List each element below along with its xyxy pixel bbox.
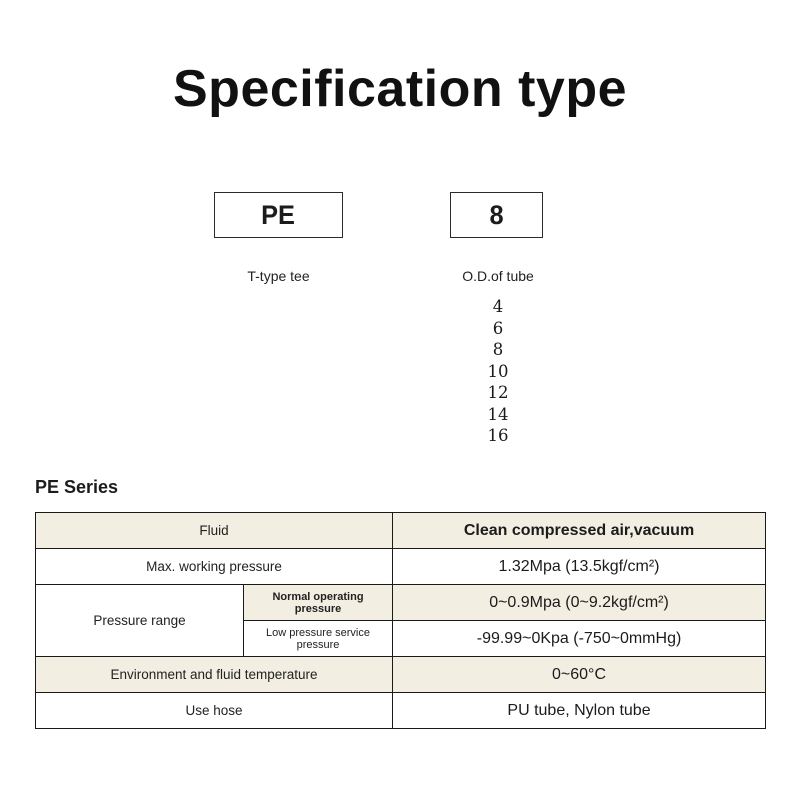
- od-option: 16: [487, 426, 509, 445]
- cell-use-hose-label: Use hose: [34, 692, 394, 729]
- od-option: 6: [492, 318, 504, 338]
- cell-max-pressure-label: Max. working pressure: [34, 548, 394, 585]
- cell-fluid-value: Clean compressed air,vacuum: [392, 512, 767, 549]
- table-row-max-working-pressure: Max. working pressure 1.32Mpa (13.5kgf/c…: [34, 548, 767, 585]
- code-pe-text: PE: [261, 199, 296, 230]
- spec-table: Fluid Clean compressed air,vacuum Max. w…: [34, 512, 767, 729]
- od-option: 10: [487, 361, 509, 381]
- code-box-pe: PE: [214, 192, 343, 238]
- cell-environment-label: Environment and fluid temperature: [34, 656, 394, 693]
- series-heading: PE Series: [35, 477, 119, 497]
- od-options-list: 4 6 8 10 12 14 16: [428, 296, 568, 447]
- cell-normal-pressure-value: 0~0.9Mpa (0~9.2kgf/cm²): [392, 584, 767, 621]
- od-option: 14: [487, 404, 509, 424]
- od-option: 12: [487, 383, 509, 402]
- cell-fluid-label: Fluid: [34, 512, 394, 549]
- code-box-od: 8: [450, 192, 543, 238]
- od-option: 8: [492, 340, 504, 359]
- cell-environment-value: 0~60°C: [392, 656, 767, 693]
- od-option: 4: [492, 297, 504, 316]
- code-label-od-of-tube: O.D.of tube: [462, 268, 534, 284]
- cell-max-pressure-value: 1.32Mpa (13.5kgf/cm²): [392, 548, 767, 585]
- cell-low-pressure-value: -99.99~0Kpa (-750~0mmHg): [392, 620, 767, 657]
- cell-pressure-range-label: Pressure range: [35, 584, 244, 657]
- page-title: Specification type: [173, 60, 627, 118]
- table-row-fluid: Fluid Clean compressed air,vacuum: [34, 512, 767, 549]
- cell-low-pressure-sublabel: Low pressure service pressure: [242, 620, 394, 657]
- table-row-low-pressure-service: Low pressure service pressure -99.99~0Kp…: [36, 620, 767, 657]
- table-row-normal-operating-pressure: Pressure range Normal operating pressure…: [35, 584, 767, 657]
- code-od-text: 8: [489, 199, 504, 230]
- cell-use-hose-value: PU tube, Nylon tube: [392, 692, 767, 729]
- table-row-environment-temperature: Environment and fluid temperature 0~60°C: [34, 656, 767, 693]
- code-label-t-type-tee: T-type tee: [247, 268, 310, 284]
- table-row-use-hose: Use hose PU tube, Nylon tube: [34, 692, 767, 729]
- cell-normal-pressure-sublabel: Normal operating pressure: [242, 584, 394, 621]
